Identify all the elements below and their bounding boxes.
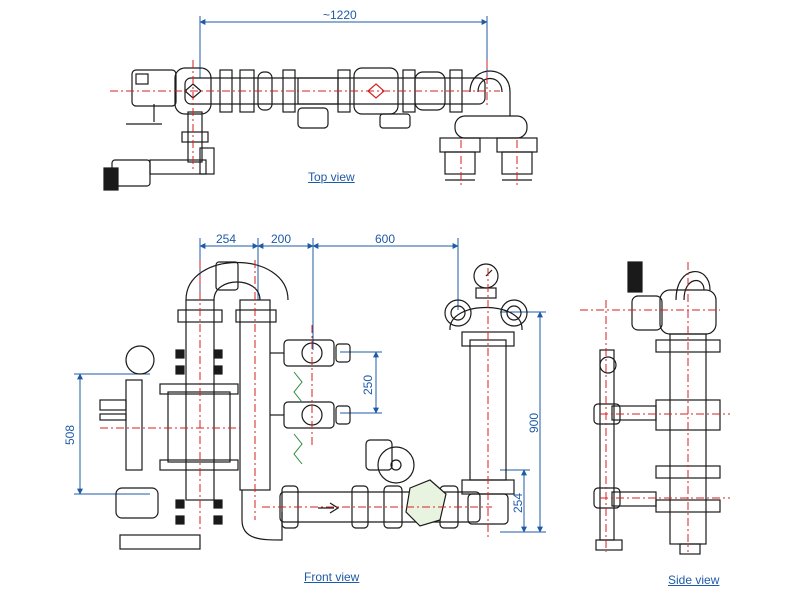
top-valve-symbol xyxy=(367,83,385,99)
top-drop-pipe xyxy=(187,111,203,163)
front-bottom-elbow xyxy=(241,490,283,541)
front-outlet-left xyxy=(444,299,472,327)
dim-508: 508 xyxy=(63,424,78,446)
top-view xyxy=(103,16,538,191)
side-view-title: Side view xyxy=(668,573,720,587)
front-dimensions xyxy=(74,238,546,533)
front-bolts xyxy=(175,349,223,525)
front-handwheel xyxy=(377,446,415,484)
front-flow-arrow xyxy=(318,502,340,514)
top-outlet-left xyxy=(444,151,476,175)
top-dimension-label: ~1220 xyxy=(323,8,357,22)
dim-200: 200 xyxy=(271,232,292,246)
side-top-elbow xyxy=(675,271,711,301)
dim-254-right: 254 xyxy=(511,492,526,514)
front-hatch xyxy=(293,371,303,465)
top-view-title: Top view xyxy=(308,170,355,184)
front-outlet-right xyxy=(500,299,528,327)
front-view-title: Front view xyxy=(304,570,360,584)
side-centerlines xyxy=(580,262,730,552)
top-centerlines xyxy=(110,60,518,185)
side-left-branch xyxy=(599,349,615,541)
top-dimension-line xyxy=(199,16,488,78)
front-top-loop xyxy=(185,262,289,301)
dim-900: 900 xyxy=(527,412,542,434)
dim-600: 600 xyxy=(375,232,396,246)
front-gauge-left xyxy=(125,345,155,375)
front-hydrant-head xyxy=(449,306,523,331)
front-valve-body xyxy=(167,391,231,463)
dim-254-top: 254 xyxy=(216,232,237,246)
front-centerlines xyxy=(100,260,492,540)
top-hydrant-elbow xyxy=(469,70,511,116)
top-gearbox xyxy=(131,69,177,107)
side-view xyxy=(593,261,721,555)
dim-250: 250 xyxy=(361,374,376,396)
